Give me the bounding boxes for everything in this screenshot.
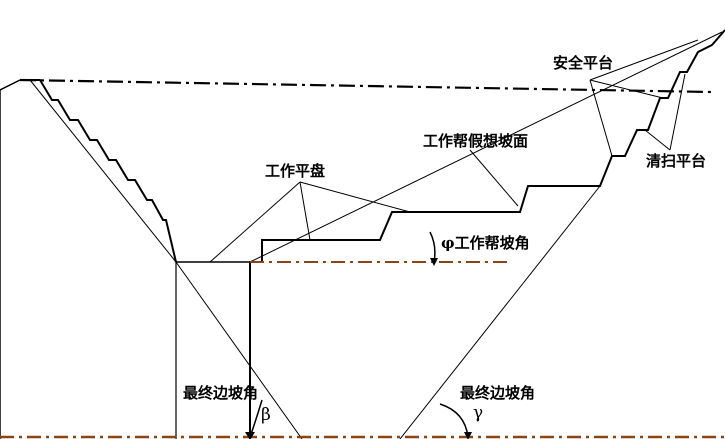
ground-surface-line	[19, 78, 713, 94]
left-slope-line	[29, 79, 177, 263]
working-platform-leader-3	[299, 181, 411, 213]
working-slope-surface-label: 工作帮假想坡面	[423, 132, 529, 150]
working-slope-angle-arrow	[430, 258, 438, 266]
working-slope-angle-arc	[429, 231, 436, 263]
final-slope-angle-left-label: 最终边坡角	[183, 384, 259, 402]
gamma-angle-arrow	[464, 432, 472, 439]
final-slope-line-right	[399, 185, 601, 439]
working-platform-label: 工作平盘	[265, 162, 326, 180]
beta-angle-arrow	[245, 432, 255, 439]
cleaning-platform-label: 清扫平台	[646, 152, 707, 170]
working-platform-leader-2	[299, 181, 311, 241]
working-platform-leader-1	[209, 181, 301, 263]
safety-platform-leader-1	[589, 79, 613, 157]
cleaning-platform-leader-1	[644, 129, 671, 151]
safety-platform-leader-2	[589, 79, 664, 99]
working-slope-surface-line	[249, 31, 723, 263]
safety-platform-leader-3	[589, 39, 699, 81]
working-slope-surface-leader	[469, 149, 519, 207]
working-slope-angle-label: φ工作帮坡角	[441, 234, 530, 252]
gamma-angle-arc	[439, 403, 469, 438]
safety-platform-label: 安全平台	[553, 54, 614, 72]
left-benches	[20, 79, 177, 263]
left-boundary-line	[0, 79, 21, 439]
final-slope-angle-right-label: 最终边坡角	[460, 384, 536, 402]
beta-label: β	[261, 405, 271, 425]
working-stepped-line	[249, 29, 725, 439]
final-slope-line-left	[175, 261, 303, 439]
gamma-label: γ	[473, 403, 484, 423]
cleaning-platform-leader-2	[669, 73, 686, 151]
